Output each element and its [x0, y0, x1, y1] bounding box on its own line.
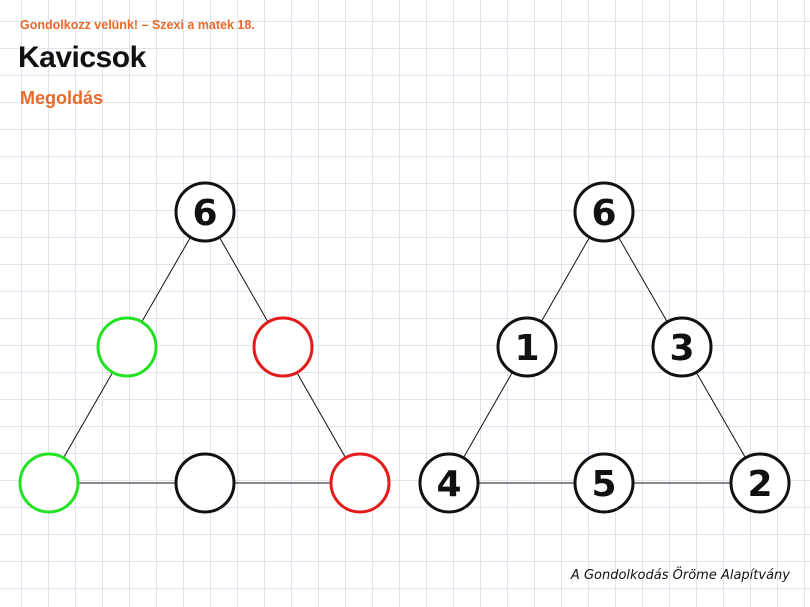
solution-node-right-mid: 3 [651, 316, 713, 378]
puzzle-node-top-circle [174, 181, 236, 243]
solution-node-right-mid-label: 3 [669, 328, 694, 369]
solution-node-bottom-right: 2 [729, 452, 791, 514]
solution-node-bottom-left: 4 [418, 452, 480, 514]
solution-node-top-label: 6 [591, 193, 616, 234]
puzzle-triangle: 6 [18, 181, 391, 514]
puzzle-node-top-label: 6 [192, 193, 217, 234]
solution-node-right-mid-circle [651, 316, 713, 378]
header-kicker: Gondolkozz velünk! – Szexi a matek 18. [20, 18, 255, 32]
puzzle-node-bottom-left-circle [18, 452, 80, 514]
solution-node-bottom-right-circle [729, 452, 791, 514]
puzzle-node-bottom-mid-circle [174, 452, 236, 514]
solution-node-top-circle [573, 181, 635, 243]
solution-node-left-mid-label: 1 [514, 328, 539, 369]
solution-node-left-mid-circle [496, 316, 558, 378]
solution-node-bottom-mid-label: 5 [591, 464, 616, 505]
puzzle-node-right-mid [252, 316, 314, 378]
puzzle-node-left-mid-circle [96, 316, 158, 378]
puzzle-node-right-mid-circle [252, 316, 314, 378]
puzzle-node-bottom-right-circle [329, 452, 391, 514]
solution-node-bottom-left-label: 4 [436, 464, 461, 505]
solution-node-left-mid: 1 [496, 316, 558, 378]
solution-node-bottom-left-circle [418, 452, 480, 514]
puzzle-node-bottom-mid [174, 452, 236, 514]
solution-node-bottom-mid-circle [573, 452, 635, 514]
solution-triangle: 6 1 3 4 5 2 [418, 181, 791, 514]
puzzle-node-bottom-right [329, 452, 391, 514]
puzzle-node-top: 6 [174, 181, 236, 243]
footer-credit: A Gondolkodás Öröme Alapítvány [570, 568, 790, 583]
page-title: Kavicsok [18, 41, 146, 74]
solution-node-bottom-right-label: 2 [747, 464, 772, 505]
solution-node-top: 6 [573, 181, 635, 243]
puzzle-node-bottom-left [18, 452, 80, 514]
solution-node-bottom-mid: 5 [573, 452, 635, 514]
puzzle-node-left-mid [96, 316, 158, 378]
page-subtitle: Megoldás [20, 88, 104, 108]
